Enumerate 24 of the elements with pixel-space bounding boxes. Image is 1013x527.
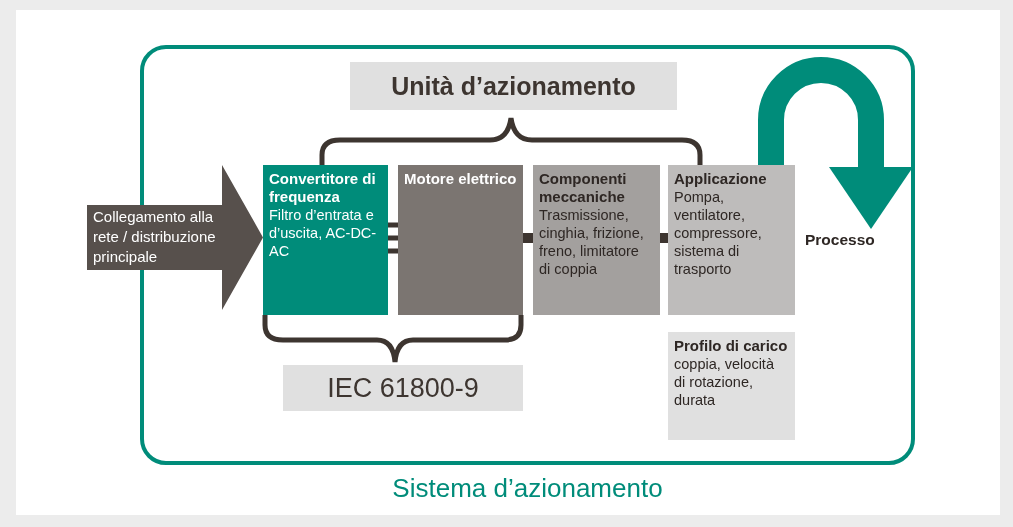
connector <box>523 233 533 243</box>
box-title: Unità d’azionamento <box>391 71 636 101</box>
process-box <box>668 332 795 440</box>
box-text: coppia, velocità di rotazione, durata <box>674 355 775 409</box>
connector <box>660 233 668 243</box>
box-text: Trasmissione, cinghia, frizione, freno, limitatore di coppia <box>539 206 645 278</box>
box-title: Motore elettrico <box>404 170 517 188</box>
box-text: Filtro d’entrata e d’uscita, AC-DC-AC <box>269 206 378 260</box>
process-box <box>398 165 523 315</box>
box-title: Profilo di carico <box>674 337 789 355</box>
label-box <box>350 62 677 110</box>
box-title: Applicazione <box>674 170 768 188</box>
process-label: Processo <box>805 229 887 251</box>
box-title: Convertitore di frequenza <box>269 170 377 206</box>
box-text: Pompa, ventilatore, compressore, sistema di trasporto <box>674 188 763 278</box>
arrow-label: Collegamento alla rete / distribuzione principale <box>93 207 217 267</box>
label-box <box>283 365 523 411</box>
frame-heading: Sistema d’azionamento <box>391 473 664 504</box>
process-box <box>263 165 388 315</box>
box-title: Componenti meccaniche <box>539 170 628 206</box>
box-label: IEC 61800-9 <box>327 372 479 404</box>
input-arrow <box>87 165 263 310</box>
process-box <box>668 165 795 315</box>
process-box <box>533 165 660 315</box>
